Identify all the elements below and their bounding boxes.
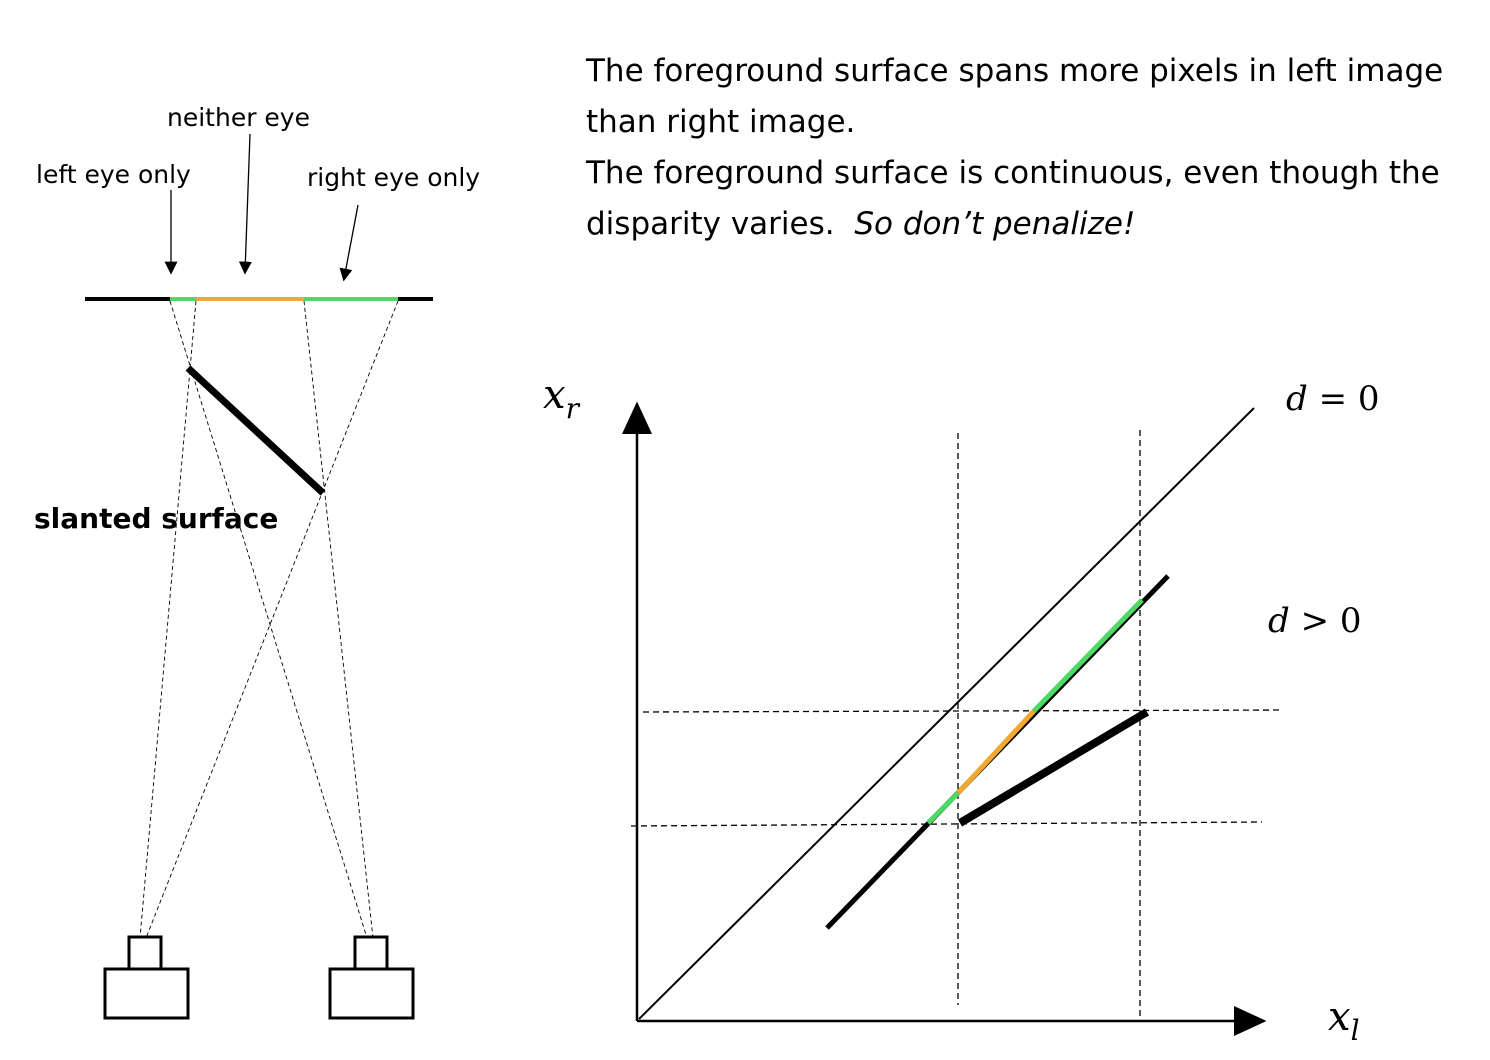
description-emphasis: So don’t penalize! [854,206,1136,242]
left-camera-icon [103,935,190,1020]
right-camera-icon [328,935,415,1020]
axis-label-xr: xr [543,372,581,425]
label-d-greater-zero: d > 0 [1268,601,1362,641]
description-line-2: The foreground surface is continuous, ev… [586,148,1466,250]
sight-lines [139,300,399,939]
trace-right-eye-only [1032,598,1144,713]
guide-lines [630,430,1283,1021]
label-neither-eye: neither eye [167,103,310,132]
description-line-1: The foreground surface spans more pixels… [586,53,1444,140]
label-left-eye-only: left eye only [36,160,191,189]
axis-label-xl: xl [1328,994,1360,1047]
disparity-space-diagram: xr xl d = 0 d > 0 [543,372,1380,1047]
label-d-equals-zero: d = 0 [1286,379,1380,419]
zero-disparity-line [638,407,1255,1020]
description-text: The foreground surface spans more pixels… [586,46,1466,250]
slanted-surface-trace [957,708,1150,827]
arrow-neither-eye [238,133,252,275]
slanted-surface [185,365,326,496]
left-diagram: neither eye left eye only right eye only… [34,103,480,1020]
description-line-2-text: The foreground surface is continuous, ev… [586,155,1440,242]
arrow-right-eye-only [339,204,359,282]
label-right-eye-only: right eye only [307,163,480,192]
label-slanted-surface: slanted surface [34,502,278,535]
trace-neither-eye [956,709,1036,795]
trace-left-eye-only [926,791,960,825]
